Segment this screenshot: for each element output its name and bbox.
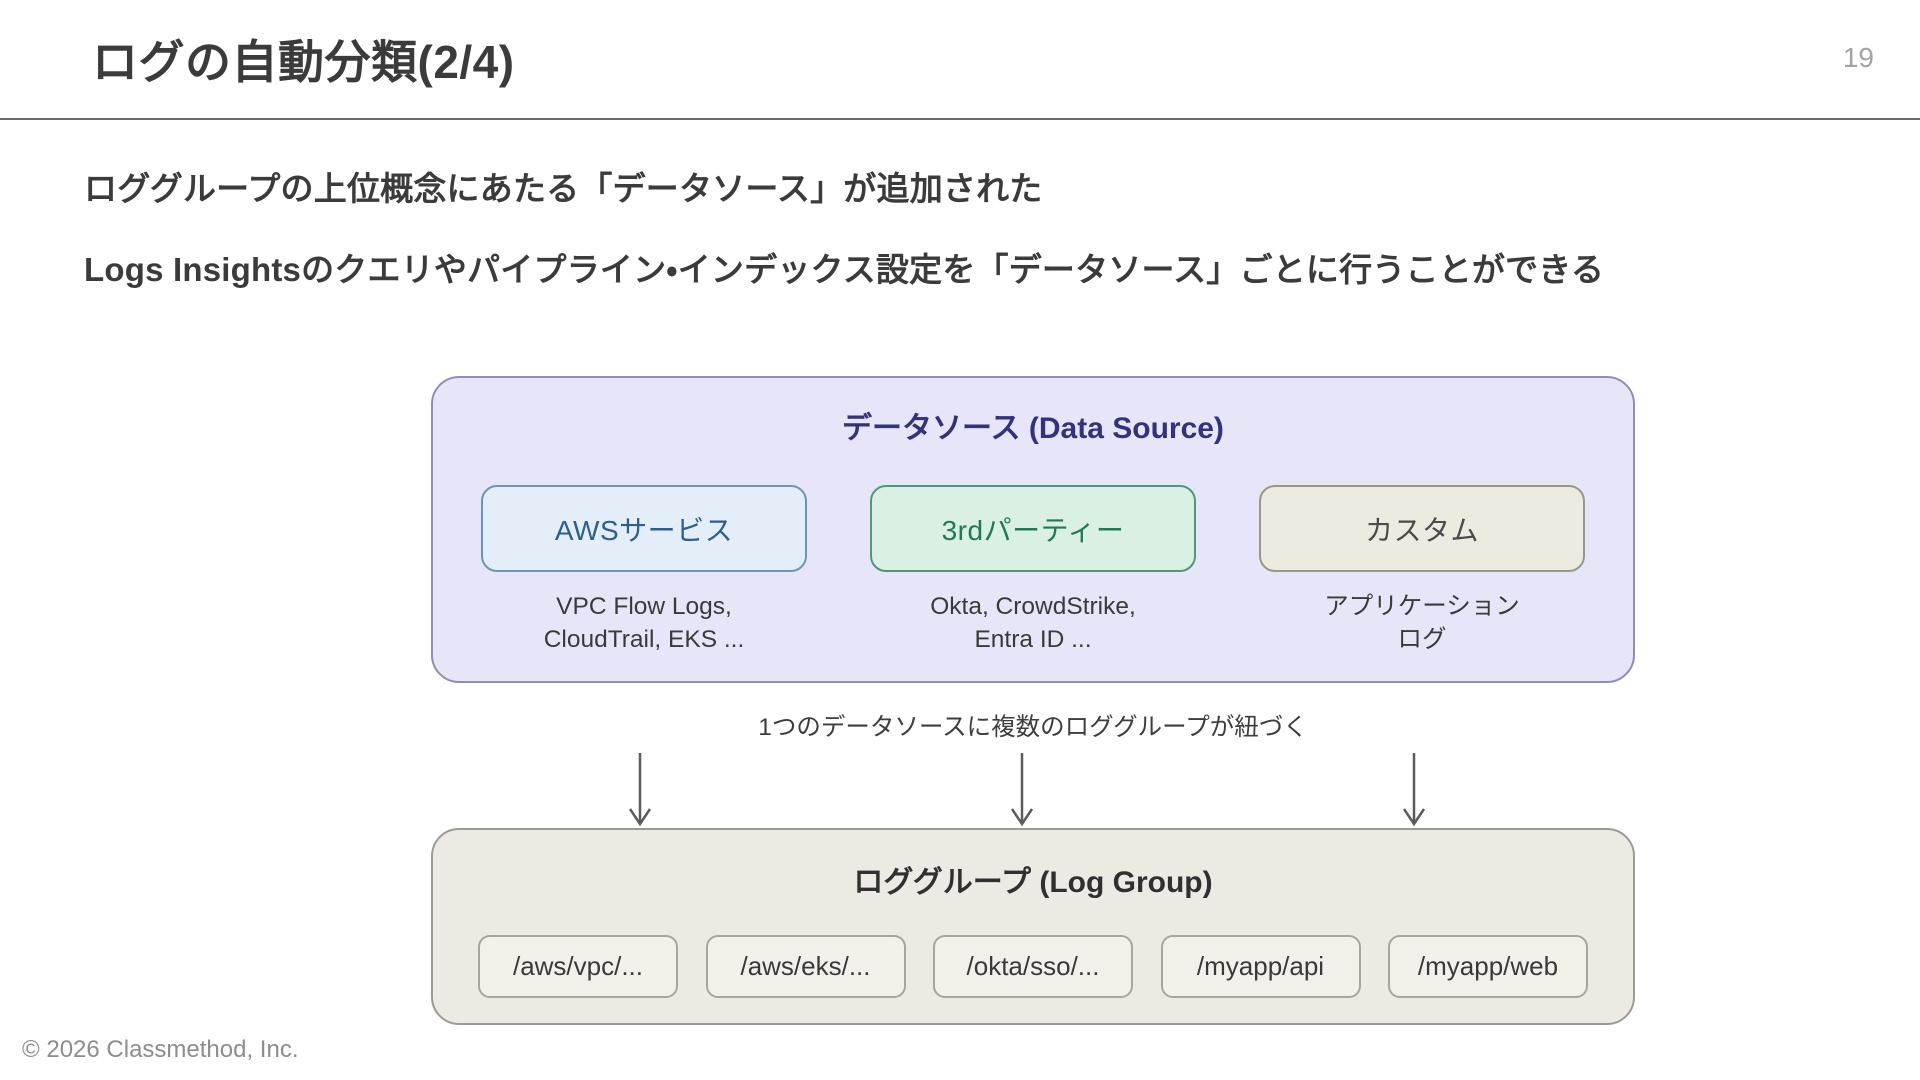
log-group-panel-title: ロググループ (Log Group)	[853, 866, 1213, 899]
mapping-label: 1つのデータソースに複数のロググループが紐づく	[758, 714, 1308, 741]
data-source-panel: データソース (Data Source) AWSサービス 3rdパーティー カス…	[431, 376, 1635, 683]
down-arrow-icon	[1402, 753, 1426, 827]
category-desc-custom: アプリケーション ログ	[1324, 593, 1520, 653]
category-desc-aws-services: VPC Flow Logs, CloudTrail, EKS ...	[543, 593, 745, 653]
category-card-custom: カスタム	[1259, 485, 1585, 572]
down-arrow-icon	[628, 753, 652, 827]
data-source-descriptions: VPC Flow Logs, CloudTrail, EKS ... Okta,…	[433, 591, 1633, 656]
log-group-chip: /myapp/api	[1160, 935, 1361, 998]
lead-sentence-2: Logs Insightsのクエリやパイプライン・インデックス設定を「データソー…	[84, 251, 1605, 288]
log-group-chip: /aws/vpc/...	[478, 935, 678, 998]
page-number: 19	[1842, 42, 1874, 73]
header-divider	[0, 118, 1920, 120]
category-desc-3rd-party: Okta, CrowdStrike, Entra ID ...	[930, 593, 1136, 653]
lead-sentence-1: ロググループの上位概念にあたる「データソース」が追加された	[84, 170, 1043, 207]
data-source-panel-title: データソース (Data Source)	[842, 412, 1224, 445]
copyright-notice: © 2026 Classmethod, Inc.	[22, 1036, 299, 1063]
log-group-chip: /okta/sso/...	[933, 935, 1133, 998]
page-title: ログの自動分類(2/4)	[92, 36, 515, 88]
log-group-chip: /aws/eks/...	[705, 935, 906, 998]
category-card-aws-services: AWSサービス	[481, 485, 807, 572]
log-group-panel: ロググループ (Log Group) /aws/vpc/... /aws/eks…	[431, 828, 1635, 1025]
log-group-list: /aws/vpc/... /aws/eks/... /okta/sso/... …	[433, 935, 1633, 998]
log-group-chip: /myapp/web	[1388, 935, 1588, 998]
data-source-categories: AWSサービス 3rdパーティー カスタム	[433, 485, 1633, 572]
category-card-3rd-party: 3rdパーティー	[870, 485, 1196, 572]
down-arrow-icon	[1010, 753, 1034, 827]
